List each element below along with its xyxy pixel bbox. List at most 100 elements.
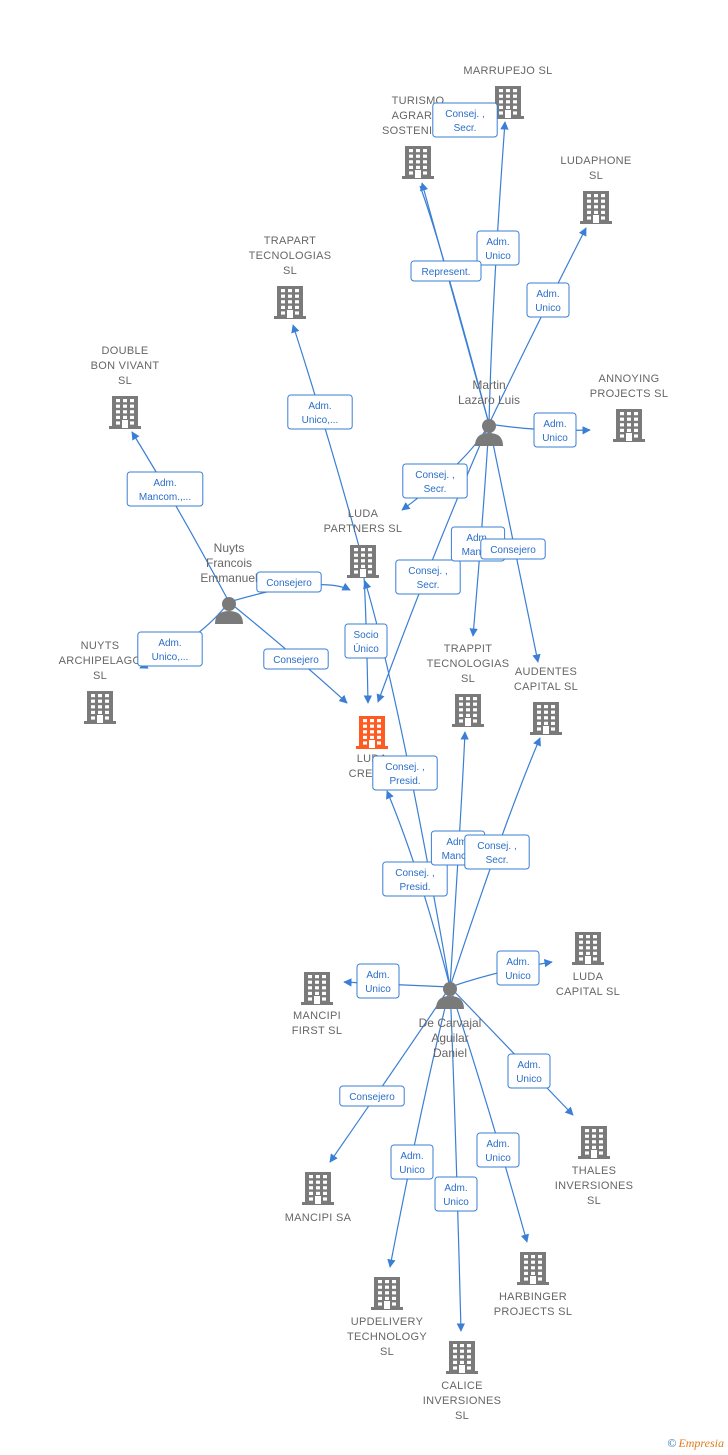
- building-window: [98, 694, 102, 698]
- edge-label[interactable]: Adm.Unico: [476, 1132, 520, 1168]
- edge-label[interactable]: Consej. ,Secr.: [402, 463, 468, 499]
- edge-line: [488, 227, 587, 425]
- building-window: [513, 105, 517, 109]
- building-icon[interactable]: [492, 86, 524, 119]
- edge-label[interactable]: Consejero: [480, 538, 546, 560]
- building-window: [308, 991, 312, 995]
- building-window: [506, 105, 510, 109]
- building-window: [105, 699, 109, 703]
- node-mancipi_sa[interactable]: MANCIPI SA: [285, 1172, 352, 1224]
- edge-label[interactable]: Consejero: [263, 648, 329, 670]
- person-icon[interactable]: [436, 982, 464, 1009]
- edge-line: [488, 121, 509, 425]
- person-icon[interactable]: [215, 597, 243, 624]
- edge-label[interactable]: Consej. ,Secr.: [432, 102, 498, 138]
- edge-label-box: [256, 571, 322, 593]
- edge-label[interactable]: Adm.Mancom.,...: [126, 471, 204, 507]
- edge-label[interactable]: Adm.Unico: [526, 282, 570, 318]
- building-icon[interactable]: [572, 932, 604, 965]
- building-window: [409, 171, 413, 175]
- edge-label[interactable]: Consej. ,Presid.: [372, 755, 438, 791]
- building-icon[interactable]: [517, 1252, 549, 1285]
- edge-label[interactable]: Consej. , Secr.: [395, 559, 461, 595]
- edge-label[interactable]: Adm.Unico: [507, 1053, 551, 1089]
- building-icon[interactable]: [530, 702, 562, 735]
- edge-label-text: Adm.: [517, 1060, 540, 1071]
- building-window: [579, 946, 583, 950]
- building-icon[interactable]: [446, 1341, 478, 1374]
- building-window: [368, 564, 372, 568]
- building-icon[interactable]: [578, 1126, 610, 1159]
- person-icon[interactable]: [475, 419, 503, 446]
- building-icon[interactable]: [302, 1172, 334, 1205]
- edge-label[interactable]: Adm.Unico: [496, 950, 540, 986]
- edge-label-text: Adm.: [366, 970, 389, 981]
- building-icon[interactable]: [452, 694, 484, 727]
- node-label: MARRUPEJO SL: [463, 65, 552, 77]
- building-icon[interactable]: [613, 409, 645, 442]
- building-icon[interactable]: [371, 1277, 403, 1310]
- edge-label[interactable]: Adm.Unico: [356, 963, 400, 999]
- edge-label[interactable]: Adm.Unico: [390, 1144, 434, 1180]
- edge-label-text: Consej. ,: [408, 566, 447, 577]
- edge-label-text: Secr.: [417, 580, 440, 591]
- building-door: [97, 715, 103, 723]
- building-icon[interactable]: [274, 286, 306, 319]
- node-label: CAPITAL SL: [514, 681, 578, 693]
- building-icon[interactable]: [301, 972, 333, 1005]
- building-window: [599, 1129, 603, 1133]
- edge-label[interactable]: Represent.: [410, 260, 482, 282]
- edge-label-box: [496, 950, 540, 986]
- edge-label[interactable]: Adm.Unico: [533, 412, 577, 448]
- edge-label[interactable]: Adm.Unico,...: [137, 631, 203, 667]
- edge-label[interactable]: Consej. ,Secr.: [464, 834, 530, 870]
- node-label: LUDA: [573, 971, 604, 983]
- building-window: [601, 194, 605, 198]
- building-window: [370, 724, 374, 728]
- building-window: [423, 165, 427, 169]
- building-window: [620, 428, 624, 432]
- building-window: [378, 1285, 382, 1289]
- node-label: PROJECTS SL: [590, 388, 669, 400]
- building-window: [459, 702, 463, 706]
- edge-label[interactable]: Adm.Unico,...: [287, 394, 353, 430]
- building-icon[interactable]: [347, 545, 379, 578]
- edge-label-text: Consej. ,: [385, 762, 424, 773]
- edge-label[interactable]: Consejero: [339, 1085, 405, 1107]
- building-window: [599, 1140, 603, 1144]
- node-marrupejo[interactable]: MARRUPEJO SL: [463, 65, 552, 119]
- building-window: [368, 548, 372, 552]
- building-window: [316, 1186, 320, 1190]
- building-icon[interactable]: [109, 396, 141, 429]
- building-icon[interactable]: [402, 146, 434, 179]
- edge-label[interactable]: Adm.Unico: [476, 230, 520, 266]
- edge-label-text: Unico: [399, 1165, 425, 1176]
- edge-label[interactable]: Adm.Unico: [434, 1176, 478, 1212]
- building-icon[interactable]: [580, 191, 612, 224]
- focus-building-icon[interactable]: [356, 716, 388, 749]
- building-window: [627, 423, 631, 427]
- edge-label[interactable]: Consej. ,Presid.: [382, 861, 448, 897]
- edge-label[interactable]: Consejero: [256, 571, 322, 593]
- building-window: [551, 721, 555, 725]
- building-window: [322, 986, 326, 990]
- building-icon[interactable]: [84, 691, 116, 724]
